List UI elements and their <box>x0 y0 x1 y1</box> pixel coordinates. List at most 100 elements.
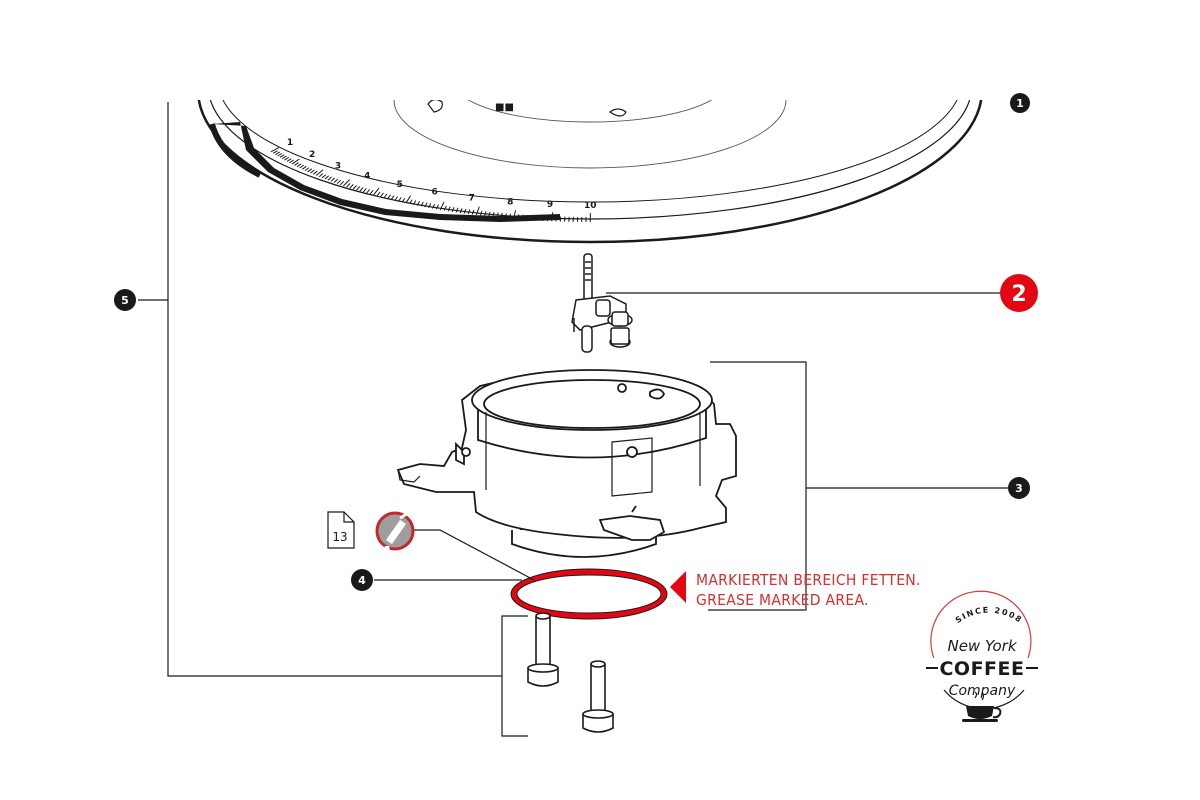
dial-tick-label: 10 <box>584 201 597 211</box>
dial-tick <box>333 178 339 183</box>
dial-tick <box>270 147 280 153</box>
dial-tick <box>475 206 480 216</box>
dial-tick <box>428 203 432 209</box>
dial-tick <box>416 201 421 206</box>
dial-tick <box>286 158 292 162</box>
o-ring-part <box>510 568 668 620</box>
dial-tick <box>324 175 330 180</box>
dial-tick <box>352 185 357 190</box>
callout-5: 5 <box>114 289 136 311</box>
callout-4-label: 4 <box>358 574 366 587</box>
dial-tick <box>463 208 467 214</box>
dial-tick-label: 9 <box>547 200 553 210</box>
dial-tick <box>279 154 285 158</box>
dial-tick <box>488 211 491 217</box>
logo-line3: Company <box>949 683 1016 699</box>
pointer-arrow-icon <box>670 571 686 603</box>
callout-1: 1 <box>1010 93 1030 113</box>
dial-tick <box>394 196 399 201</box>
dial-tick <box>451 207 455 212</box>
screw-part <box>527 612 559 687</box>
dial-tick-label: 4 <box>364 171 370 181</box>
dial-tick <box>349 184 354 189</box>
dial-tick <box>275 151 280 156</box>
dial-tick <box>383 193 388 199</box>
part-3-bracket <box>708 361 1008 611</box>
dial-tick <box>412 200 417 206</box>
dial-tick-label: 1 <box>287 138 293 148</box>
new-york-coffee-logo: SINCE 2008 New York COFFEE Company <box>926 590 1038 722</box>
dial-tick <box>420 201 424 207</box>
dial-tick <box>336 179 342 185</box>
screw-part <box>582 660 614 733</box>
callout-2-label: 2 <box>1011 282 1026 307</box>
dial-tick <box>397 197 402 202</box>
note-line-german: MARKIERTEN BEREICH FETTEN. <box>696 571 921 589</box>
dial-tick <box>376 191 381 197</box>
dial-tick <box>294 162 299 166</box>
dial-tick <box>387 194 391 200</box>
dial-tick <box>390 195 395 201</box>
dial-tick <box>401 197 406 203</box>
document-page-icon: 13 <box>327 511 355 549</box>
dial-tick <box>431 203 436 209</box>
dial-tick <box>459 208 463 214</box>
dial-tick <box>307 168 313 173</box>
dial-tick <box>479 210 483 216</box>
dial-tick <box>405 195 412 204</box>
dial-tick <box>513 210 517 220</box>
dial-tick <box>373 187 380 196</box>
dial-tick <box>327 176 332 181</box>
dial-tick <box>521 214 524 220</box>
dial-tick <box>439 201 445 211</box>
dial-tick <box>508 213 512 219</box>
callout-3: 3 <box>1008 477 1030 499</box>
dial-tick <box>409 199 413 205</box>
dial-tick <box>289 159 294 164</box>
dial-tick <box>321 174 327 179</box>
dial-tick <box>284 156 290 161</box>
dial-tick <box>424 202 428 208</box>
coffee-cup-icon <box>962 691 1002 722</box>
dial-tick <box>435 204 439 210</box>
dial-tick <box>455 207 459 213</box>
dial-tick <box>500 212 503 218</box>
dial-tick <box>343 179 351 187</box>
dial-tick <box>369 189 374 195</box>
part-5-bracket <box>138 102 528 737</box>
dial-tick-label: 3 <box>335 161 341 171</box>
dial-tick <box>301 165 307 170</box>
dial-tick <box>496 212 499 218</box>
dial-tick <box>555 216 557 222</box>
dial-tick <box>542 215 545 221</box>
callout-5-label: 5 <box>121 294 129 307</box>
dial-tick <box>484 211 487 217</box>
callout-2: 2 <box>1000 274 1038 312</box>
dial-tick <box>299 164 304 169</box>
logo-since: SINCE 2008 <box>954 606 1024 626</box>
dial-tick <box>346 183 351 188</box>
dial-tick <box>529 215 532 221</box>
dial-tick <box>272 150 278 154</box>
callout-4: 4 <box>351 569 373 591</box>
dial-tick <box>471 209 475 215</box>
adjustment-shaft-part <box>571 253 633 353</box>
dial-tick <box>362 188 367 193</box>
dial-tick <box>492 212 495 218</box>
dial-tick <box>359 187 364 192</box>
dial-tick-label: 2 <box>309 150 315 160</box>
dial-tick <box>538 215 541 221</box>
burr-carrier-housing-part <box>396 369 737 558</box>
dial-tick-label: 8 <box>507 198 513 208</box>
dial-tick <box>443 205 447 211</box>
note-line-english: GREASE MARKED AREA. <box>696 591 869 609</box>
dial-tick <box>304 167 310 172</box>
dial-tick <box>517 214 520 220</box>
dial-tick <box>277 153 283 157</box>
dial-tick <box>551 212 554 222</box>
dial-tick <box>525 214 528 220</box>
part-4-leader <box>374 529 535 581</box>
dial-tick <box>356 186 361 191</box>
